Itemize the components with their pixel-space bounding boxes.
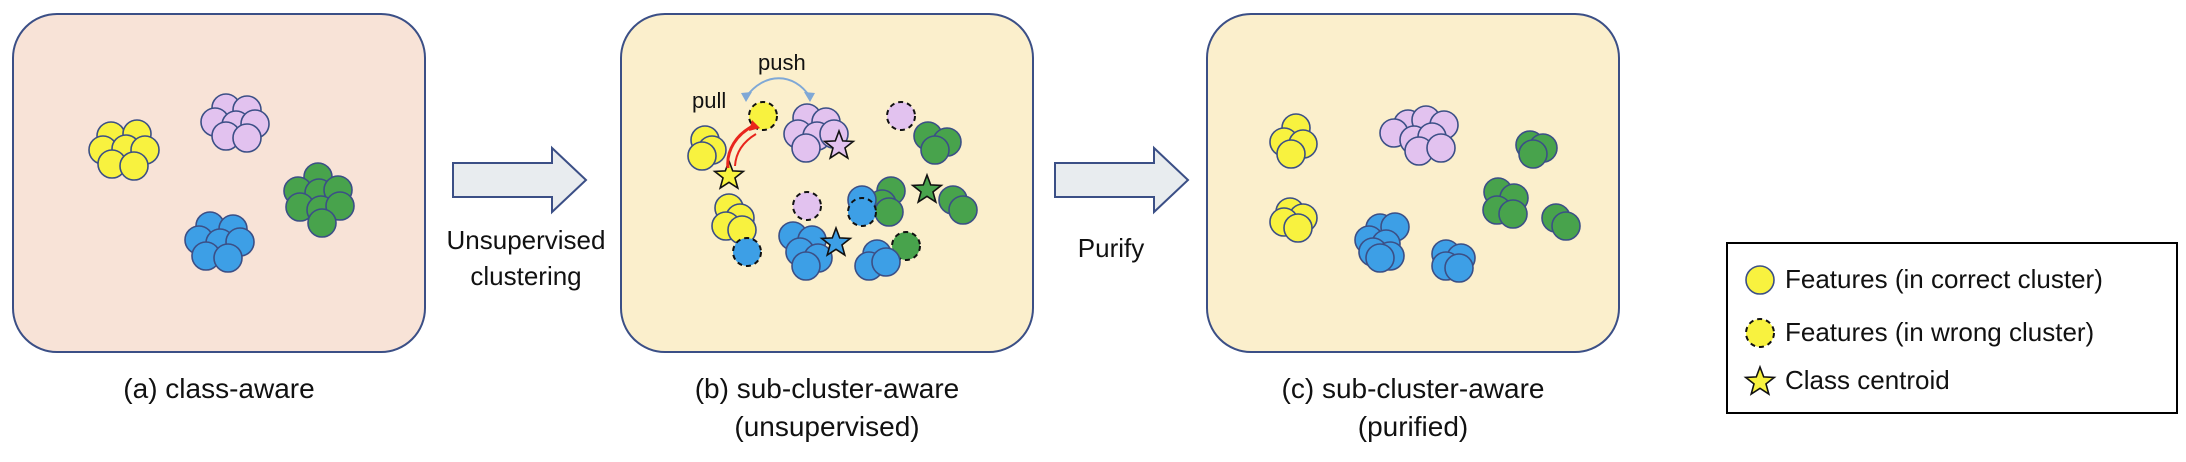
- green-feature: [325, 191, 355, 221]
- blue-feature: [791, 251, 821, 281]
- green-feature: [948, 195, 978, 225]
- push-arrow: [745, 77, 811, 98]
- arrow-label-purify: Purify: [1078, 233, 1144, 263]
- pull-arrow: [726, 124, 754, 169]
- arrow-label-clustering: clustering: [470, 261, 581, 291]
- push-arrow-head-right: [804, 92, 815, 102]
- panel-c-features: [1269, 105, 1581, 283]
- panel-b: [620, 13, 1034, 353]
- panel-a: [12, 13, 426, 353]
- caption-b-line1: (b) sub-cluster-aware: [695, 373, 960, 404]
- arrow-label-unsupervised: Unsupervised: [447, 225, 606, 255]
- blue-feature-wrong-cluster: [847, 197, 877, 227]
- blue-feature: [1365, 243, 1395, 273]
- legend-dashed-circle-marker: [1745, 318, 1775, 348]
- panel-b-features: [687, 101, 978, 281]
- push-label: push: [758, 50, 806, 75]
- yellow-centroid-star: [712, 158, 746, 190]
- yellow-feature: [119, 151, 149, 181]
- pull-label: pull: [692, 88, 726, 113]
- push-arrow-head-left: [741, 92, 752, 102]
- green-feature: [307, 208, 337, 238]
- legend-label-centroid: Class centroid: [1785, 365, 1950, 395]
- green-feature: [1518, 139, 1548, 169]
- caption-c-line1: (c) sub-cluster-aware: [1282, 373, 1545, 404]
- caption-c-line2: (purified): [1358, 411, 1468, 442]
- caption-b-line2: (unsupervised): [734, 411, 919, 442]
- legend-solid-circle-marker: [1745, 265, 1775, 295]
- green-centroid-star: [910, 172, 944, 204]
- yellow-feature-wrong-cluster: [748, 101, 778, 131]
- violet-feature: [791, 133, 821, 163]
- legend-box: [1726, 242, 2178, 414]
- pull-push-annotation: pull push: [692, 50, 815, 169]
- legend: Features (in correct cluster) Features (…: [1726, 242, 2178, 414]
- violet-feature: [1426, 133, 1456, 163]
- violet-feature-wrong-cluster: [886, 101, 916, 131]
- green-feature: [874, 197, 904, 227]
- pull-arrow-head: [749, 120, 760, 131]
- green-feature: [1498, 199, 1528, 229]
- blue-feature: [213, 243, 243, 273]
- panel-a-features: [88, 93, 355, 273]
- violet-centroid-star: [822, 128, 856, 160]
- yellow-feature: [687, 141, 717, 171]
- legend-label-correct: Features (in correct cluster): [1785, 264, 2103, 294]
- blue-feature: [871, 247, 901, 277]
- green-feature-wrong-cluster: [891, 231, 921, 261]
- pull-arrow-secondary: [734, 133, 757, 167]
- yellow-feature: [1276, 139, 1306, 169]
- arrow-purify: [1054, 145, 1190, 215]
- legend-star-marker: [1743, 364, 1777, 396]
- panel-c: [1206, 13, 1620, 353]
- blue-feature-wrong-cluster: [732, 237, 762, 267]
- yellow-feature: [1283, 213, 1313, 243]
- blue-centroid-star: [819, 225, 853, 257]
- blue-feature: [1444, 253, 1474, 283]
- caption-a: (a) class-aware: [123, 373, 314, 404]
- green-feature: [1551, 211, 1581, 241]
- arrow-unsupervised-clustering: [452, 145, 588, 215]
- violet-feature-wrong-cluster: [792, 191, 822, 221]
- green-feature: [920, 135, 950, 165]
- legend-label-wrong: Features (in wrong cluster): [1785, 317, 2094, 347]
- violet-feature: [232, 123, 262, 153]
